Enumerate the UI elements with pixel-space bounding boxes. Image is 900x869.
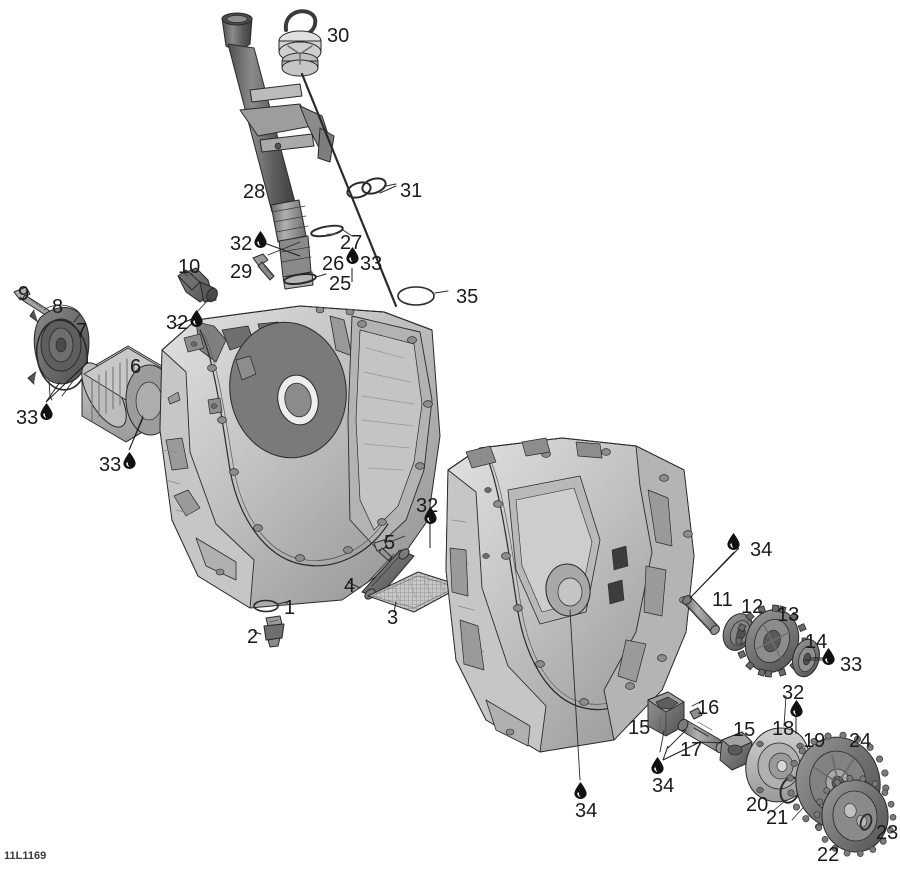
callout-25: 25 xyxy=(329,273,352,295)
oil-drop-icon xyxy=(822,648,835,665)
part-27-o-ring xyxy=(310,224,353,238)
callout-33a: 33 xyxy=(16,407,39,429)
callout-33b: 33 xyxy=(99,454,122,476)
oil-drop-icon xyxy=(424,507,437,524)
part-4-strainer-bracket xyxy=(347,548,415,600)
callout-34a: 34 xyxy=(750,539,773,561)
part-16-dowel-pin xyxy=(689,701,703,720)
callout-30: 30 xyxy=(327,25,350,47)
callout-23: 23 xyxy=(876,822,899,844)
oil-drop-icon xyxy=(123,452,136,469)
oil-drop-icon xyxy=(190,310,203,327)
oil-drop-icon xyxy=(727,533,740,550)
callout-14: 14 xyxy=(805,631,828,653)
callout-28: 28 xyxy=(243,181,266,203)
callout-32b: 32 xyxy=(166,312,189,334)
callout-8: 8 xyxy=(52,296,64,318)
callout-2: 2 xyxy=(247,626,259,648)
callout-10: 10 xyxy=(178,256,201,278)
callout-35: 35 xyxy=(456,286,479,308)
oil-drop-icon xyxy=(651,757,664,774)
callout-22: 22 xyxy=(817,844,840,866)
callout-20: 20 xyxy=(746,794,769,816)
part-23-circlip xyxy=(859,813,873,831)
callout-19: 19 xyxy=(803,730,826,752)
callout-18: 18 xyxy=(772,718,795,740)
callout-1: 1 xyxy=(284,597,296,619)
oil-drop-icon xyxy=(790,700,803,717)
part-15a-rotor xyxy=(647,691,685,753)
callout-34c: 34 xyxy=(652,775,675,797)
left-crankcase-half xyxy=(159,305,441,609)
callout-5: 5 xyxy=(384,532,396,554)
callout-3: 3 xyxy=(387,607,399,629)
callout-21: 21 xyxy=(766,807,789,829)
part-25-o-ring xyxy=(283,273,327,285)
part-31-o-rings xyxy=(346,177,397,199)
part-5-screw xyxy=(373,535,406,562)
document-watermark: 11L1169 xyxy=(4,850,47,862)
callout-32d: 32 xyxy=(782,682,805,704)
callout-13: 13 xyxy=(777,604,800,626)
part-6-oil-filter xyxy=(48,345,175,449)
callout-15b: 15 xyxy=(733,719,756,741)
callout-7: 7 xyxy=(76,320,88,342)
callout-24: 24 xyxy=(849,730,872,752)
callout-6: 6 xyxy=(130,356,142,378)
oil-drop-icon xyxy=(40,403,53,420)
part-35-o-ring xyxy=(397,286,449,306)
part-2-drain-plug xyxy=(253,615,285,648)
callout-11: 11 xyxy=(712,589,733,611)
callout-17: 17 xyxy=(680,739,703,761)
callout-33c: 33 xyxy=(360,253,383,275)
oil-drop-icon xyxy=(574,782,587,799)
right-crankcase-half xyxy=(445,437,695,781)
callout-26: 26 xyxy=(322,253,345,275)
callout-27: 27 xyxy=(340,232,363,254)
callout-33d: 33 xyxy=(840,654,863,676)
part-29-screw xyxy=(252,241,301,281)
callout-29: 29 xyxy=(230,261,253,283)
callout-12: 12 xyxy=(741,596,764,618)
oil-drop-icon xyxy=(346,247,359,264)
callout-16: 16 xyxy=(697,697,720,719)
callout-9: 9 xyxy=(18,283,30,305)
callout-34b: 34 xyxy=(575,800,598,822)
callout-31: 31 xyxy=(400,180,423,202)
part-15b-rotor-inner xyxy=(699,731,753,771)
part-9-bolt xyxy=(13,286,51,317)
callout-32a: 32 xyxy=(230,233,253,255)
callout-15a: 15 xyxy=(628,717,651,739)
part-14-bearing-collar xyxy=(792,638,825,678)
part-10-pressure-switch xyxy=(177,267,218,314)
oil-drop-icon xyxy=(254,231,267,248)
callout-4: 4 xyxy=(344,575,356,597)
part-1-o-ring xyxy=(253,599,287,613)
